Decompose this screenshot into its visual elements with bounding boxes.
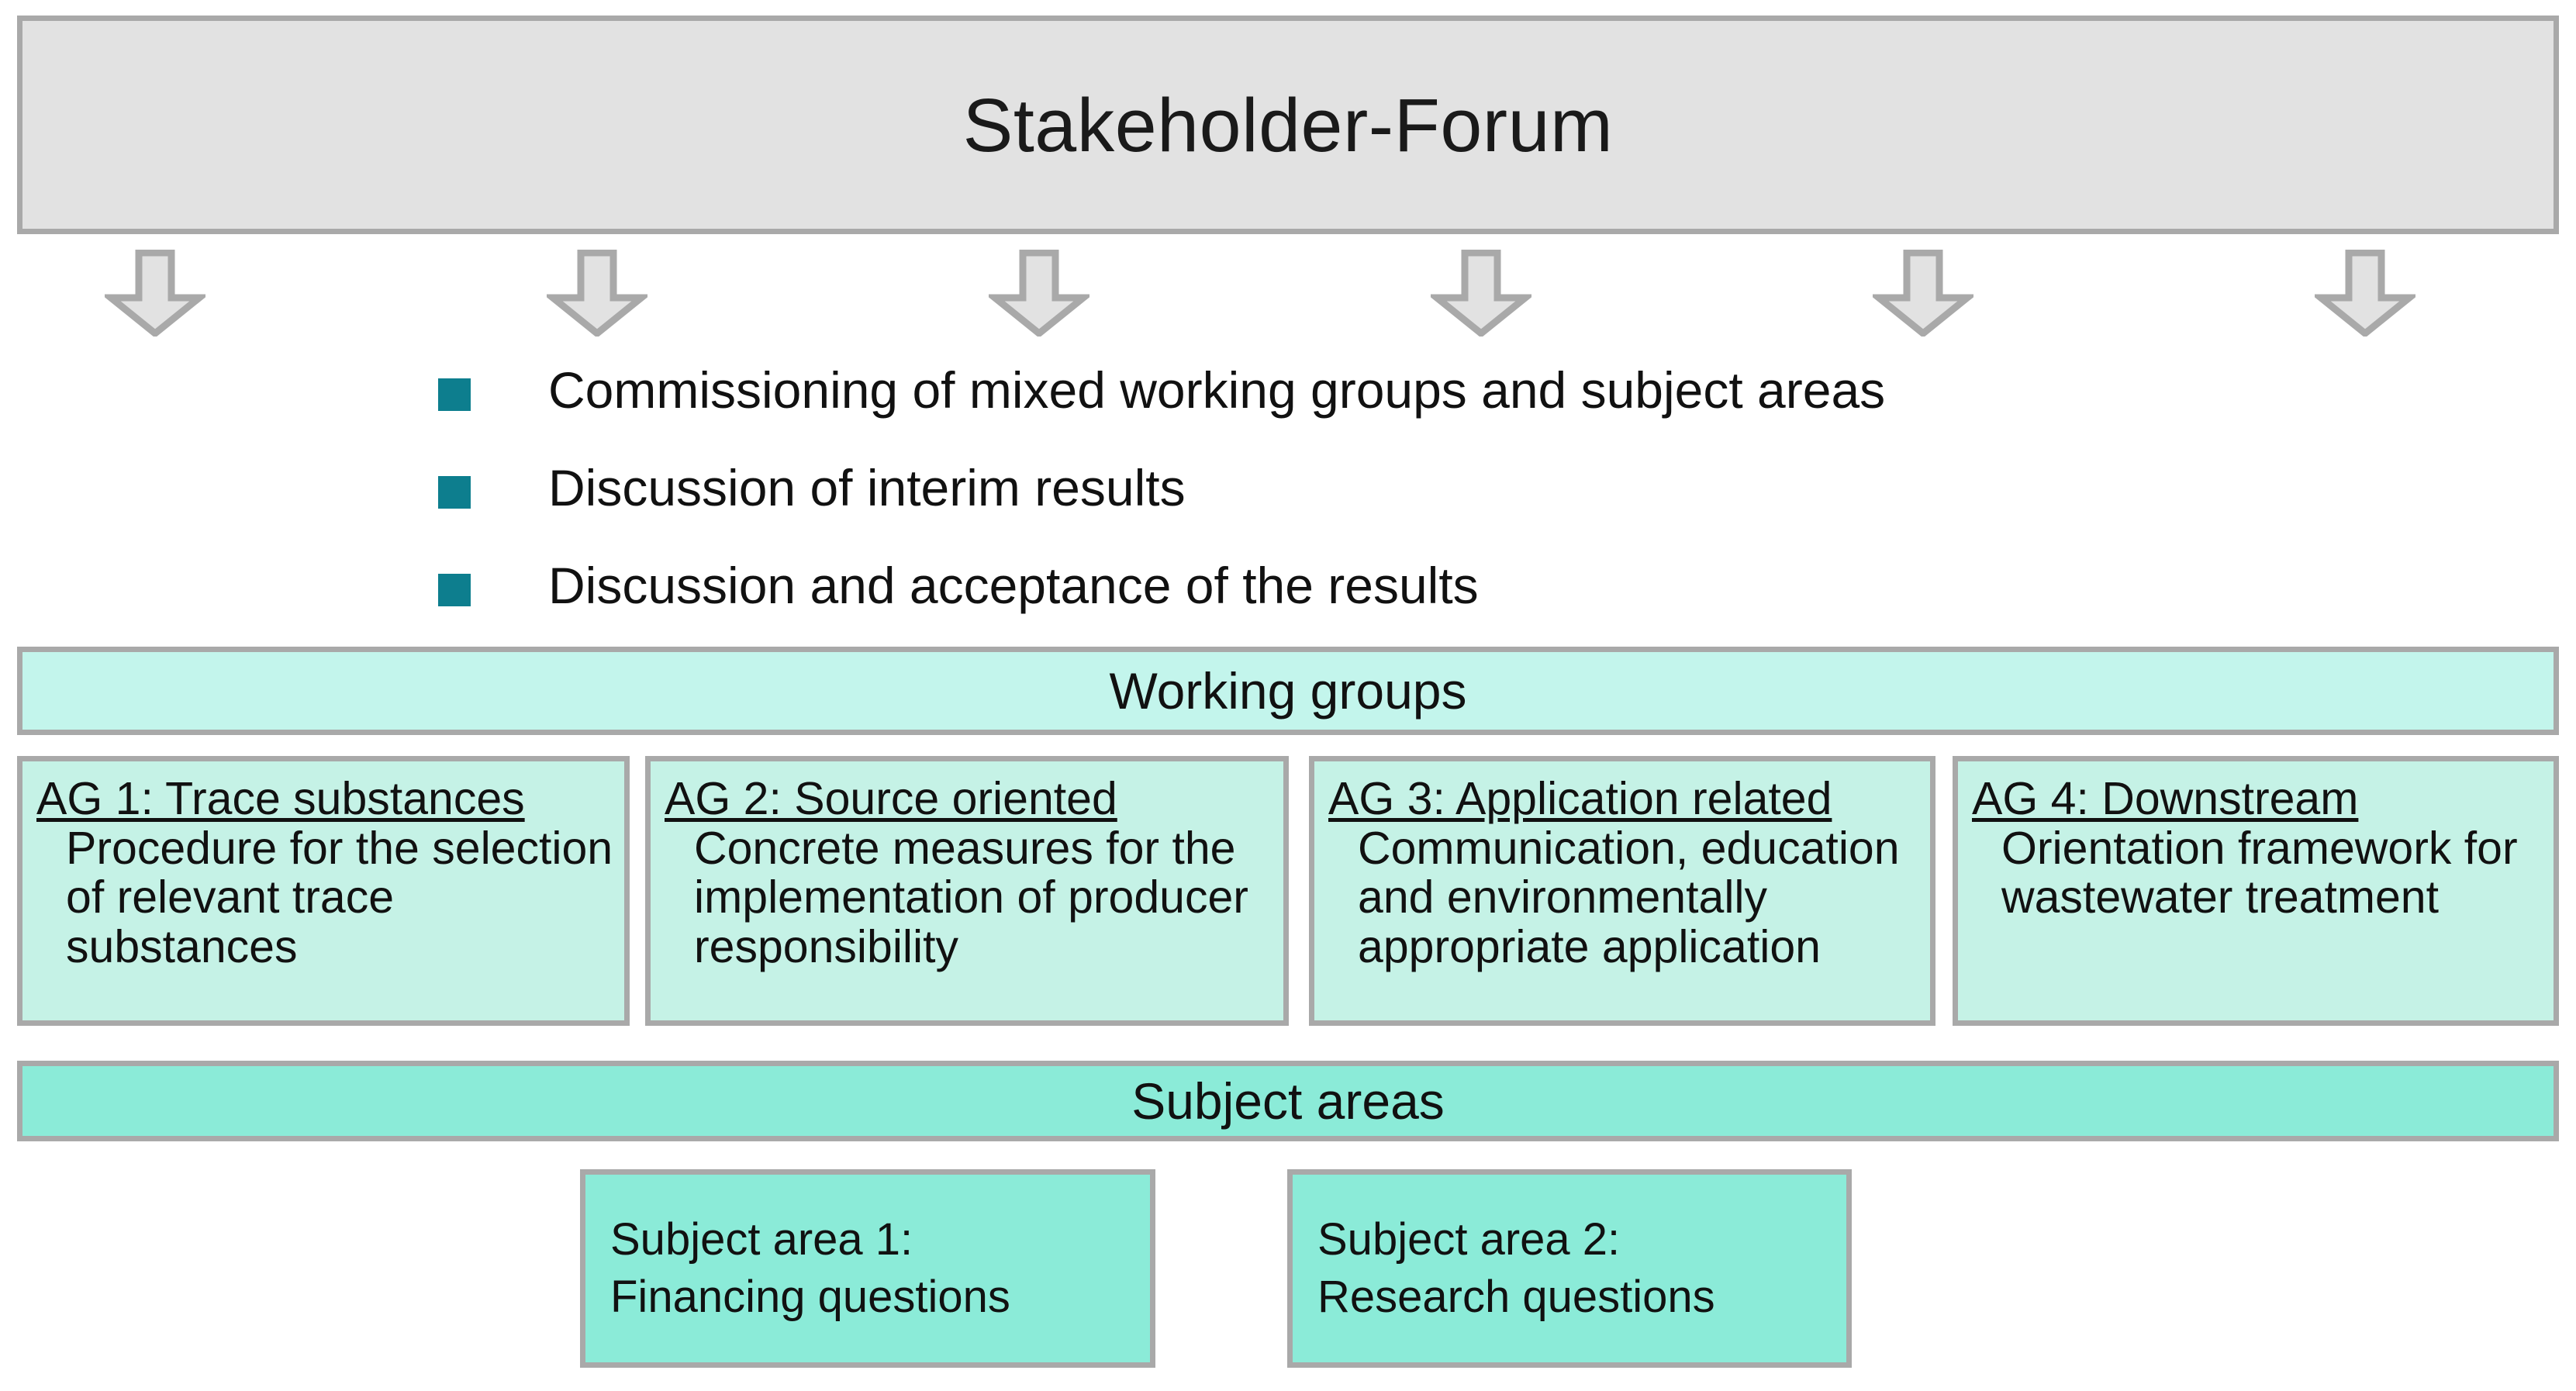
working-group-title: AG 2: Source oriented (665, 773, 1117, 824)
list-item: Discussion of interim results (438, 462, 2299, 560)
bullet-square-icon (438, 574, 471, 606)
bullet-square-icon (438, 476, 471, 509)
working-group-description: Communication, education and environment… (1358, 823, 1900, 972)
working-group-description: Concrete measures for the implementation… (694, 823, 1248, 972)
working-group-description: Procedure for the selection of relevant … (66, 823, 613, 972)
down-arrow-icon (1427, 249, 1535, 338)
working-group-title: AG 1: Trace substances (36, 773, 525, 824)
subject-area-title: Subject area 2: (1317, 1213, 1621, 1265)
down-arrow-icon (985, 249, 1093, 338)
list-item-label: Discussion of interim results (548, 459, 1186, 516)
down-arrow-icon (1869, 249, 1977, 338)
working-groups-label: Working groups (1109, 662, 1467, 720)
working-group-title: AG 4: Downstream (1972, 773, 2359, 824)
list-item-label: Commissioning of mixed working groups an… (548, 361, 1886, 419)
subject-areas-band: Subject areas (17, 1061, 2559, 1141)
down-arrow-icon (2311, 249, 2419, 338)
subject-area-box-1: Subject area 1: Financing questions (580, 1169, 1155, 1368)
down-arrow-icon (543, 249, 651, 338)
list-item: Commissioning of mixed working groups an… (438, 364, 2299, 462)
subject-areas-label: Subject areas (1131, 1072, 1445, 1130)
subject-area-title: Subject area 1: (610, 1213, 913, 1265)
subject-area-box-2: Subject area 2: Research questions (1287, 1169, 1852, 1368)
working-group-description: Orientation framework for wastewater tre… (2001, 823, 2518, 923)
down-arrow-icon (101, 249, 209, 338)
page-title: Stakeholder-Forum (962, 82, 1614, 167)
subject-area-description: Research questions (1317, 1272, 1715, 1322)
bullet-square-icon (438, 378, 471, 411)
stakeholder-forum-header: Stakeholder-Forum (17, 16, 2559, 234)
list-item: Discussion and acceptance of the results (438, 560, 2299, 658)
working-group-title: AG 3: Application related (1328, 773, 1832, 824)
list-item-label: Discussion and acceptance of the results (548, 557, 1479, 614)
arrow-row (0, 249, 2576, 338)
stakeholder-forum-tasks-list: Commissioning of mixed working groups an… (438, 364, 2299, 658)
working-groups-band: Working groups (17, 647, 2559, 735)
subject-area-description: Financing questions (610, 1272, 1010, 1322)
